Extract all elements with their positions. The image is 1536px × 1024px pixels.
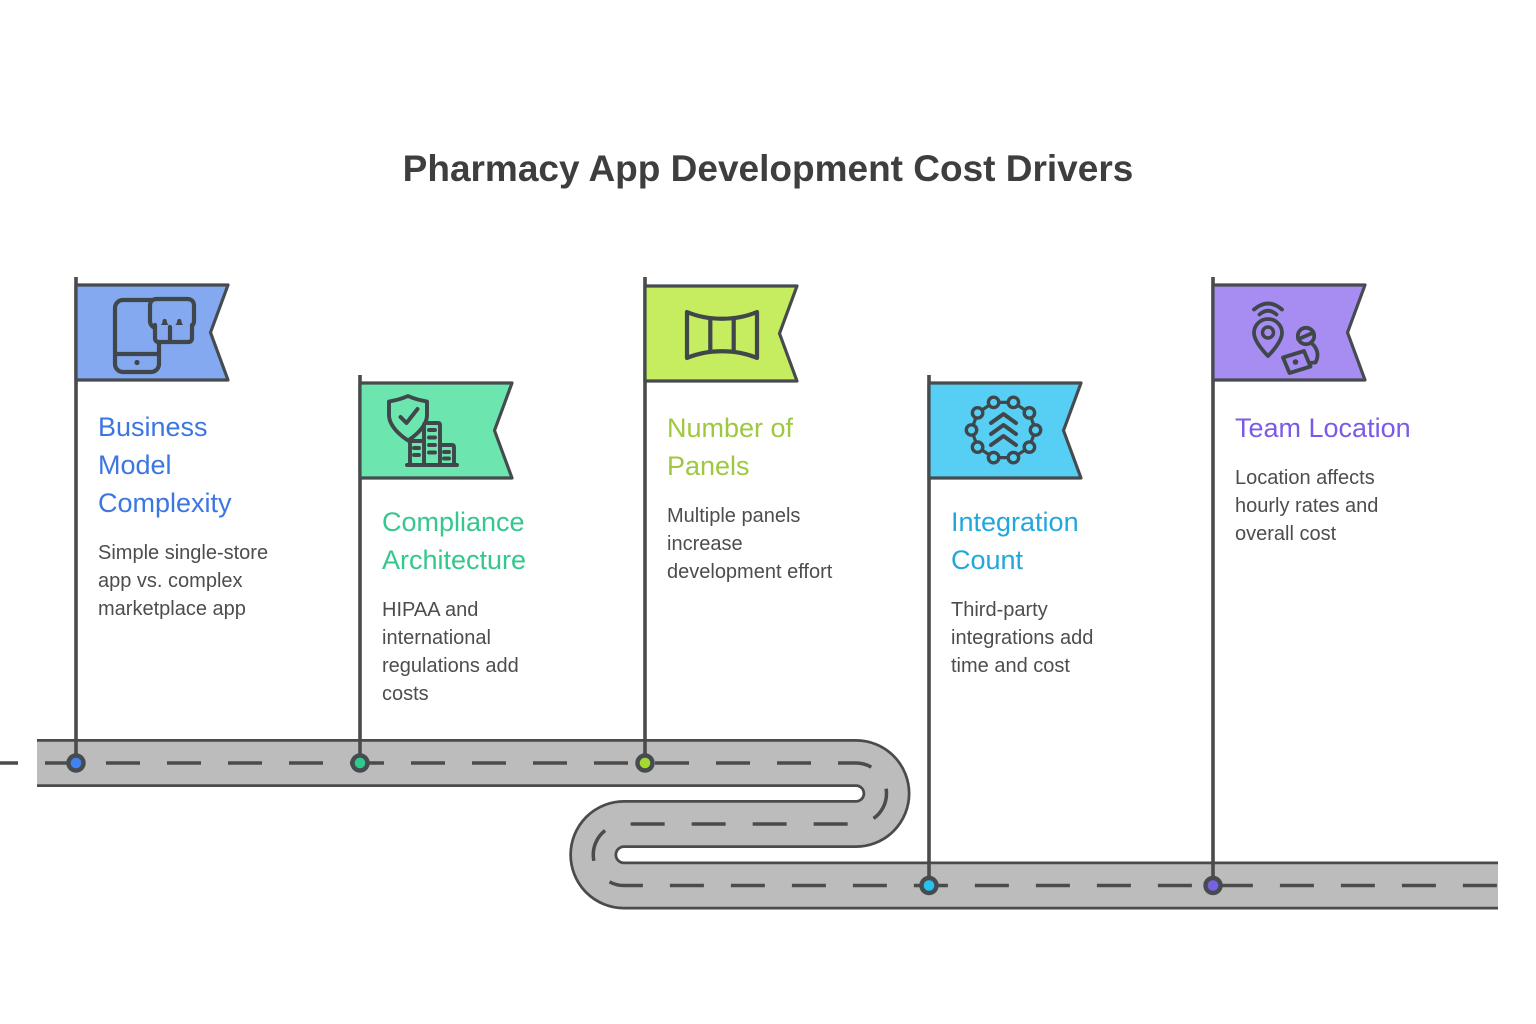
- item-description: Third-party integrations add time and co…: [951, 599, 1094, 677]
- location-remote-worker-icon: [1252, 301, 1320, 375]
- item-description: Simple single-store app vs. complex mark…: [98, 542, 269, 620]
- flag-banner: [927, 381, 1083, 480]
- panorama-panels-icon: [684, 309, 760, 361]
- milestone-dots: [66, 753, 1223, 896]
- item-column-integration-count: Integration Count Third-party integratio…: [951, 503, 1196, 680]
- item-heading: Business Model Complexity: [98, 412, 232, 518]
- flag-number-of-panels: [643, 284, 799, 383]
- flag-banner: [643, 284, 799, 383]
- flag-business-model: [74, 283, 230, 382]
- item-description: HIPAA and international regulations add …: [382, 599, 519, 705]
- item-heading: Number of Panels: [667, 413, 794, 481]
- mobile-storefront-icon: [112, 296, 197, 375]
- item-heading: Compliance Architecture: [382, 507, 527, 575]
- page-title: Pharmacy App Development Cost Drivers: [402, 148, 1134, 189]
- flag-compliance: [358, 381, 514, 480]
- milestone-dot-2: [350, 753, 370, 773]
- item-column-team-location: Team Location Location affects hourly ra…: [1235, 409, 1480, 548]
- flag-team-location: [1211, 283, 1367, 382]
- flag-banner: [1211, 283, 1367, 382]
- item-column-number-of-panels: Number of Panels Multiple panels increas…: [667, 409, 912, 586]
- item-description: Multiple panels increase development eff…: [667, 505, 833, 583]
- milestone-dot-5: [1203, 875, 1223, 896]
- road: [0, 739, 1498, 910]
- network-nodes: [964, 395, 1043, 465]
- item-column-business-model: Business Model Complexity Simple single-…: [98, 408, 343, 623]
- milestone-dot-3: [635, 753, 655, 773]
- item-heading: Integration Count: [951, 507, 1079, 575]
- flag-integration-count: [927, 381, 1083, 480]
- integration-network-icon: [964, 395, 1043, 465]
- milestone-dot-4: [919, 875, 939, 896]
- shield-check-building-icon: [387, 394, 459, 467]
- item-column-compliance: Compliance Architecture HIPAA and intern…: [382, 503, 627, 708]
- road-surface: [37, 741, 1498, 907]
- item-heading: Team Location: [1235, 413, 1411, 443]
- milestone-dot-1: [66, 753, 86, 773]
- item-description: Location affects hourly rates and overal…: [1235, 467, 1379, 545]
